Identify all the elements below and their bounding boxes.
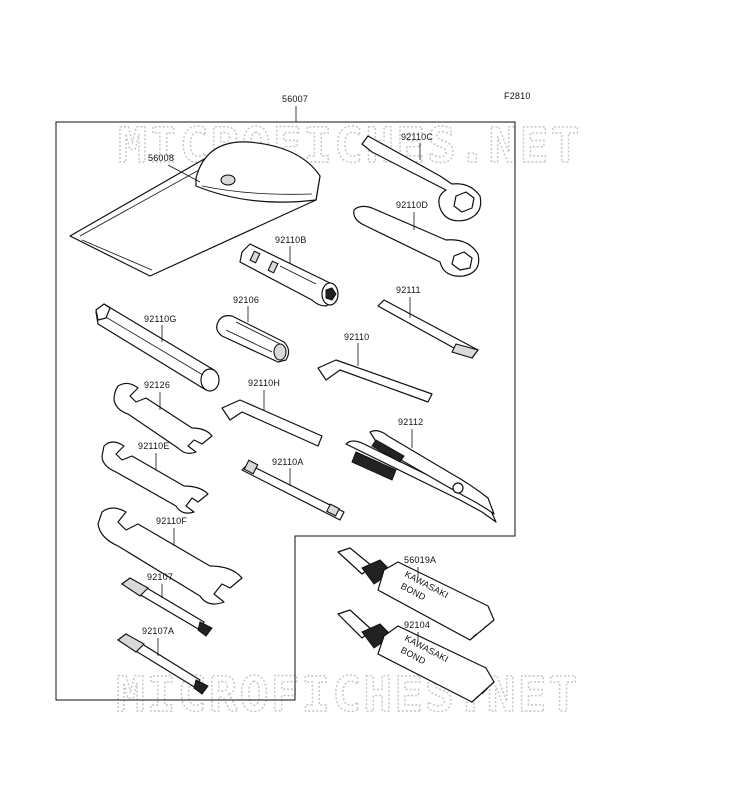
label-92111: 92111 xyxy=(396,285,421,295)
pliers-icon xyxy=(345,430,497,523)
socket-wrench-icon xyxy=(95,303,220,392)
label-92112: 92112 xyxy=(398,417,423,427)
label-92110: 92110 xyxy=(344,332,369,342)
label-92110E: 92110E xyxy=(138,441,170,451)
box-wrench-icon xyxy=(361,135,482,222)
open-end-wrench-icon xyxy=(101,441,209,514)
label-56019A: 56019A xyxy=(404,555,436,565)
tool-bag-icon xyxy=(69,141,321,277)
label-92110H: 92110H xyxy=(248,378,280,388)
label-92110A: 92110A xyxy=(272,457,304,467)
screwdriver-icon xyxy=(241,459,345,521)
assembly-frame xyxy=(55,121,516,701)
screwdriver-icon xyxy=(117,633,209,695)
screwdriver-icon xyxy=(121,577,213,637)
label-92107: 92107 xyxy=(147,572,173,582)
hex-key-icon xyxy=(221,399,323,447)
socket-wrench-icon xyxy=(216,315,290,363)
screwdriver-icon xyxy=(377,299,479,359)
label-92110B: 92110B xyxy=(275,235,307,245)
leader-56008 xyxy=(167,164,201,183)
open-end-wrench-icon xyxy=(97,507,243,605)
label-92106: 92106 xyxy=(233,295,259,305)
label-92110D: 92110D xyxy=(396,200,428,210)
box-wrench-icon xyxy=(353,205,480,277)
hex-key-icon xyxy=(317,359,433,403)
figure-code: F2810 xyxy=(504,91,531,101)
label-56008: 56008 xyxy=(148,153,174,163)
label-92104: 92104 xyxy=(404,620,430,630)
watermark-top: MICROFICHES.NET xyxy=(118,118,581,174)
label-92110F: 92110F xyxy=(156,516,187,526)
label-92126: 92126 xyxy=(144,380,170,390)
label-92110C: 92110C xyxy=(401,132,433,142)
label-92110G: 92110G xyxy=(144,314,177,324)
assembly-number: 56007 xyxy=(282,94,308,104)
bond-tube-icon: KAWASAKI BOND xyxy=(337,547,495,641)
label-92107A: 92107A xyxy=(142,626,174,636)
socket-wrench-icon xyxy=(239,243,339,307)
open-end-wrench-icon xyxy=(113,382,213,454)
